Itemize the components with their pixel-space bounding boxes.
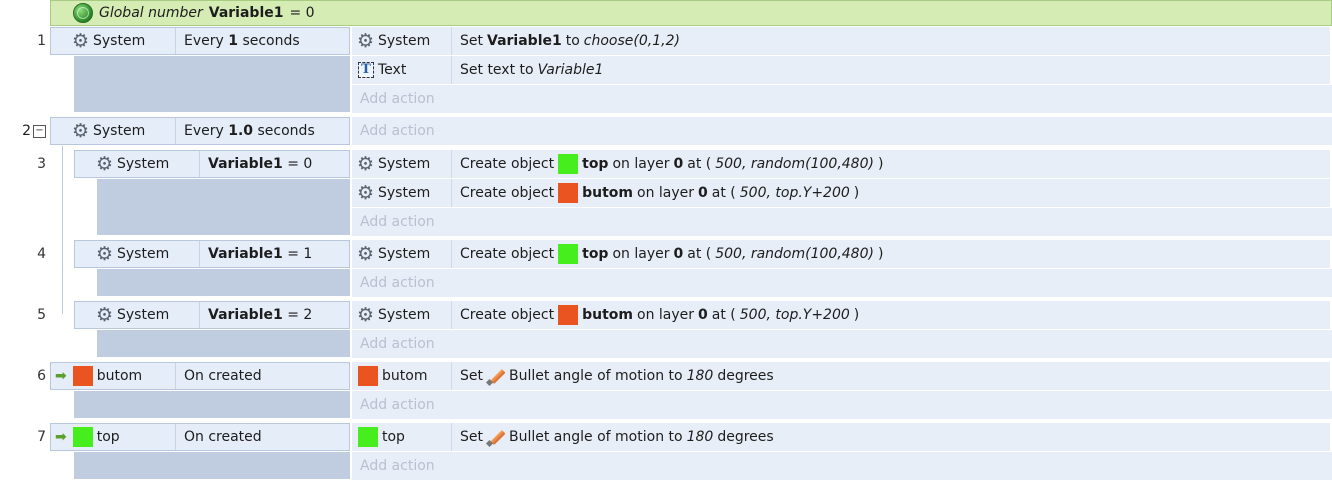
condition-fill — [97, 330, 350, 357]
event-6-condition[interactable]: ➡ butom On created — [50, 362, 350, 390]
condition-desc: On created — [184, 368, 262, 384]
condition-object-label: System — [93, 33, 146, 49]
action-object: System — [352, 150, 452, 178]
condition-desc: Variable1 = 2 — [208, 307, 313, 323]
add-action-link[interactable]: Add action — [352, 208, 1332, 236]
butom-sprite-icon — [558, 305, 579, 325]
event-1-condition[interactable]: System Every 1 seconds — [50, 27, 350, 55]
condition-desc: Every 1.0 seconds — [184, 123, 315, 139]
event-2-number-area: 2 − — [0, 117, 46, 145]
condition-fill — [97, 179, 350, 235]
gear-icon — [96, 304, 113, 326]
action-object: System — [352, 27, 452, 55]
gear-icon — [357, 30, 374, 52]
global-variable-row[interactable]: Global number Variable1 = 0 — [50, 0, 1332, 26]
event-5-condition[interactable]: System Variable1 = 2 — [74, 301, 350, 329]
action-object: top — [352, 423, 452, 451]
event-number: 7 — [37, 429, 46, 445]
global-label: Global number — [99, 5, 203, 21]
event-number: 4 — [37, 246, 46, 262]
gear-icon — [357, 153, 374, 175]
add-action-link[interactable]: Add action — [352, 452, 1332, 480]
trigger-arrow-icon: ➡ — [55, 429, 67, 445]
event-number: 6 — [37, 368, 46, 384]
event-4-condition[interactable]: System Variable1 = 1 — [74, 240, 350, 268]
action-object: butom — [352, 362, 452, 390]
butom-sprite-icon — [558, 183, 579, 203]
bullet-behavior-icon — [487, 367, 505, 385]
text-object-icon: T — [358, 62, 374, 78]
condition-desc: Every 1 seconds — [184, 33, 300, 49]
gear-icon — [357, 304, 374, 326]
butom-sprite-icon — [72, 366, 93, 386]
event-number: 3 — [37, 156, 46, 172]
condition-object: System — [51, 118, 176, 144]
top-sprite-icon — [558, 244, 579, 264]
condition-object: ➡ top — [51, 424, 176, 450]
collapse-icon[interactable]: − — [33, 124, 46, 138]
add-action-link[interactable]: Add action — [352, 117, 1332, 145]
event-number: 5 — [37, 307, 46, 323]
top-sprite-icon — [72, 427, 93, 447]
add-action-link[interactable]: Add action — [352, 391, 1332, 419]
action-object: System — [352, 179, 452, 207]
condition-object: System — [75, 241, 200, 267]
condition-object: System — [75, 302, 200, 328]
add-action-link[interactable]: Add action — [352, 85, 1332, 113]
action-object: System — [352, 301, 452, 329]
bullet-behavior-icon — [487, 428, 505, 446]
gear-icon — [357, 243, 374, 265]
top-sprite-icon — [358, 427, 378, 447]
gear-icon — [96, 153, 113, 175]
add-action-link[interactable]: Add action — [352, 269, 1332, 297]
global-var-value: = 0 — [289, 5, 315, 21]
top-sprite-icon — [558, 154, 579, 174]
event-2-condition[interactable]: System Every 1.0 seconds — [50, 117, 350, 145]
condition-object: System — [51, 28, 176, 54]
condition-object: System — [75, 151, 200, 177]
tree-line — [62, 146, 63, 314]
condition-desc: On created — [184, 429, 262, 445]
gear-icon — [72, 120, 89, 142]
gear-icon — [72, 30, 89, 52]
event-number: 1 — [37, 33, 46, 49]
global-var-name: Variable1 — [208, 5, 284, 21]
condition-fill — [74, 391, 350, 418]
event-3-condition[interactable]: System Variable1 = 0 — [74, 150, 350, 178]
condition-desc: Variable1 = 1 — [208, 246, 313, 262]
event-7-condition[interactable]: ➡ top On created — [50, 423, 350, 451]
condition-fill — [97, 269, 350, 296]
condition-object-label: System — [93, 123, 146, 139]
add-action-link[interactable]: Add action — [352, 330, 1332, 358]
trigger-arrow-icon: ➡ — [55, 368, 67, 384]
condition-desc: Variable1 = 0 — [208, 156, 313, 172]
butom-sprite-icon — [358, 366, 378, 386]
gear-icon — [96, 243, 113, 265]
event-number: 2 — [22, 123, 31, 139]
gear-icon — [357, 182, 374, 204]
action-object: System — [352, 240, 452, 268]
globe-icon — [73, 3, 93, 23]
condition-object: ➡ butom — [51, 363, 176, 389]
condition-fill — [74, 452, 350, 479]
condition-fill — [74, 56, 350, 112]
